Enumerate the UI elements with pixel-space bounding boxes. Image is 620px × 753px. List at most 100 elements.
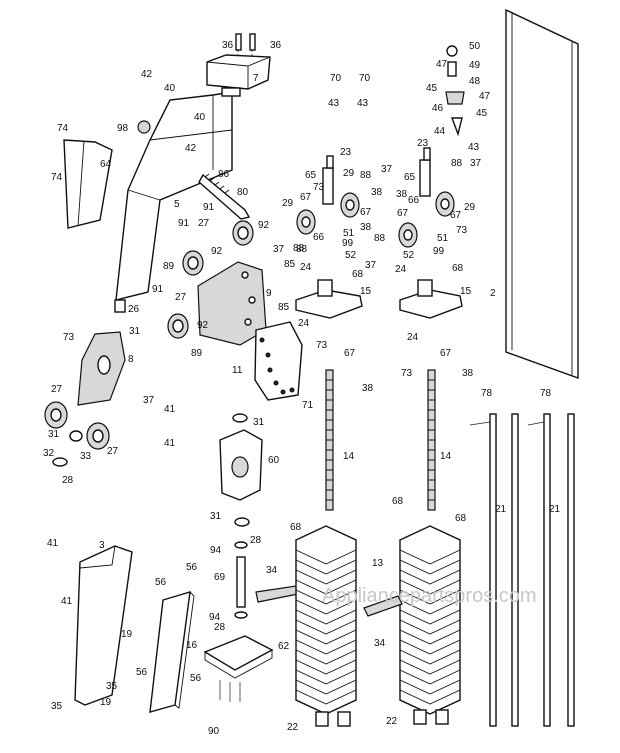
part-label-41: 41	[61, 596, 73, 607]
shroud-part-64	[63, 139, 113, 229]
part-label-66: 66	[408, 195, 420, 206]
part-label-70: 70	[330, 73, 342, 84]
part-label-28: 28	[62, 475, 74, 486]
part-label-28: 28	[214, 622, 226, 633]
part-label-74: 74	[51, 172, 63, 183]
bolt-36-pair	[235, 33, 256, 58]
part-label-41: 41	[164, 404, 176, 415]
part-label-45: 45	[476, 108, 488, 119]
part-label-88: 88	[360, 170, 372, 181]
pulley-part-29-b	[296, 209, 316, 235]
part-label-80: 80	[237, 187, 249, 198]
part-label-29: 29	[343, 168, 355, 179]
part-label-98: 98	[117, 123, 129, 134]
part-label-99: 99	[433, 246, 445, 257]
part-label-68: 68	[392, 496, 404, 507]
weight-plates-right	[399, 525, 461, 715]
part-label-15: 15	[460, 286, 472, 297]
weight-stack-left	[295, 155, 363, 727]
part-label-70: 70	[359, 73, 371, 84]
part-label-35: 35	[106, 681, 118, 692]
part-label-37: 37	[143, 395, 155, 406]
pulley-part-29-d	[398, 222, 418, 248]
pulley-part-27-d	[44, 401, 68, 429]
part-label-14: 14	[440, 451, 452, 462]
pulley-part-29-a	[340, 192, 360, 218]
collar-part-26	[114, 299, 126, 313]
spacer-part-31-bottom	[234, 517, 250, 527]
part-label-37: 37	[365, 260, 377, 271]
part-label-52: 52	[403, 250, 415, 261]
part-label-68: 68	[452, 263, 464, 274]
part-label-62: 62	[278, 641, 290, 652]
part-label-94: 94	[209, 612, 221, 623]
part-label-91: 91	[203, 202, 215, 213]
part-label-94: 94	[210, 545, 222, 556]
pop-pin-part-80	[198, 173, 251, 220]
part-label-36: 36	[222, 40, 234, 51]
part-label-67: 67	[450, 210, 462, 221]
leg-part-3	[74, 545, 133, 706]
part-label-34: 34	[266, 565, 278, 576]
part-label-28: 28	[250, 535, 262, 546]
part-label-85: 85	[284, 259, 296, 270]
part-label-73: 73	[316, 340, 328, 351]
part-label-21: 21	[549, 504, 561, 515]
part-label-73: 73	[63, 332, 75, 343]
part-label-67: 67	[344, 348, 356, 359]
part-label-36: 36	[270, 40, 282, 51]
part-label-41: 41	[47, 538, 59, 549]
part-label-91: 91	[152, 284, 164, 295]
part-label-78: 78	[481, 388, 493, 399]
part-label-44: 44	[434, 126, 446, 137]
part-label-50: 50	[469, 41, 481, 52]
part-label-7: 7	[253, 73, 259, 84]
part-label-32: 32	[43, 448, 55, 459]
part-label-47: 47	[436, 59, 448, 70]
shaft-part-69	[236, 556, 246, 608]
part-label-56: 56	[186, 562, 198, 573]
part-label-49: 49	[469, 60, 481, 71]
leg-part-16	[149, 591, 191, 713]
part-label-29: 29	[464, 202, 476, 213]
part-label-9: 9	[266, 288, 272, 299]
spacer-part-31-top	[232, 413, 248, 423]
part-label-88: 88	[374, 233, 386, 244]
weight-stack-right	[363, 45, 465, 725]
part-label-69: 69	[214, 572, 226, 583]
part-label-56: 56	[155, 577, 167, 588]
part-label-34: 34	[374, 638, 386, 649]
part-label-35: 35	[51, 701, 63, 712]
part-label-64: 64	[100, 159, 112, 170]
handle-part-34-left	[255, 585, 299, 603]
part-label-24: 24	[298, 318, 310, 329]
weight-plates-left	[295, 525, 357, 715]
part-label-23: 23	[417, 138, 429, 149]
part-label-2: 2	[490, 288, 496, 299]
part-label-24: 24	[300, 262, 312, 273]
part-label-38: 38	[360, 222, 372, 233]
part-label-29: 29	[282, 198, 294, 209]
part-label-42: 42	[141, 69, 153, 80]
part-label-16: 16	[186, 640, 198, 651]
part-label-66: 66	[313, 232, 325, 243]
part-label-56: 56	[190, 673, 202, 684]
pulley-part-27-b	[182, 250, 204, 276]
part-label-38: 38	[462, 368, 474, 379]
part-label-92: 92	[211, 246, 223, 257]
part-label-88: 88	[296, 244, 308, 255]
part-label-27: 27	[51, 384, 63, 395]
part-label-92: 92	[258, 220, 270, 231]
part-label-73: 73	[401, 368, 413, 379]
main-upright-assembly	[44, 33, 303, 713]
part-label-60: 60	[268, 455, 280, 466]
plate-part-62	[203, 635, 274, 671]
part-label-37: 37	[470, 158, 482, 169]
part-label-11: 11	[232, 365, 243, 376]
part-label-23: 23	[340, 147, 352, 158]
part-label-85: 85	[278, 302, 290, 313]
part-label-90: 90	[208, 726, 220, 737]
part-label-21: 21	[495, 504, 507, 515]
